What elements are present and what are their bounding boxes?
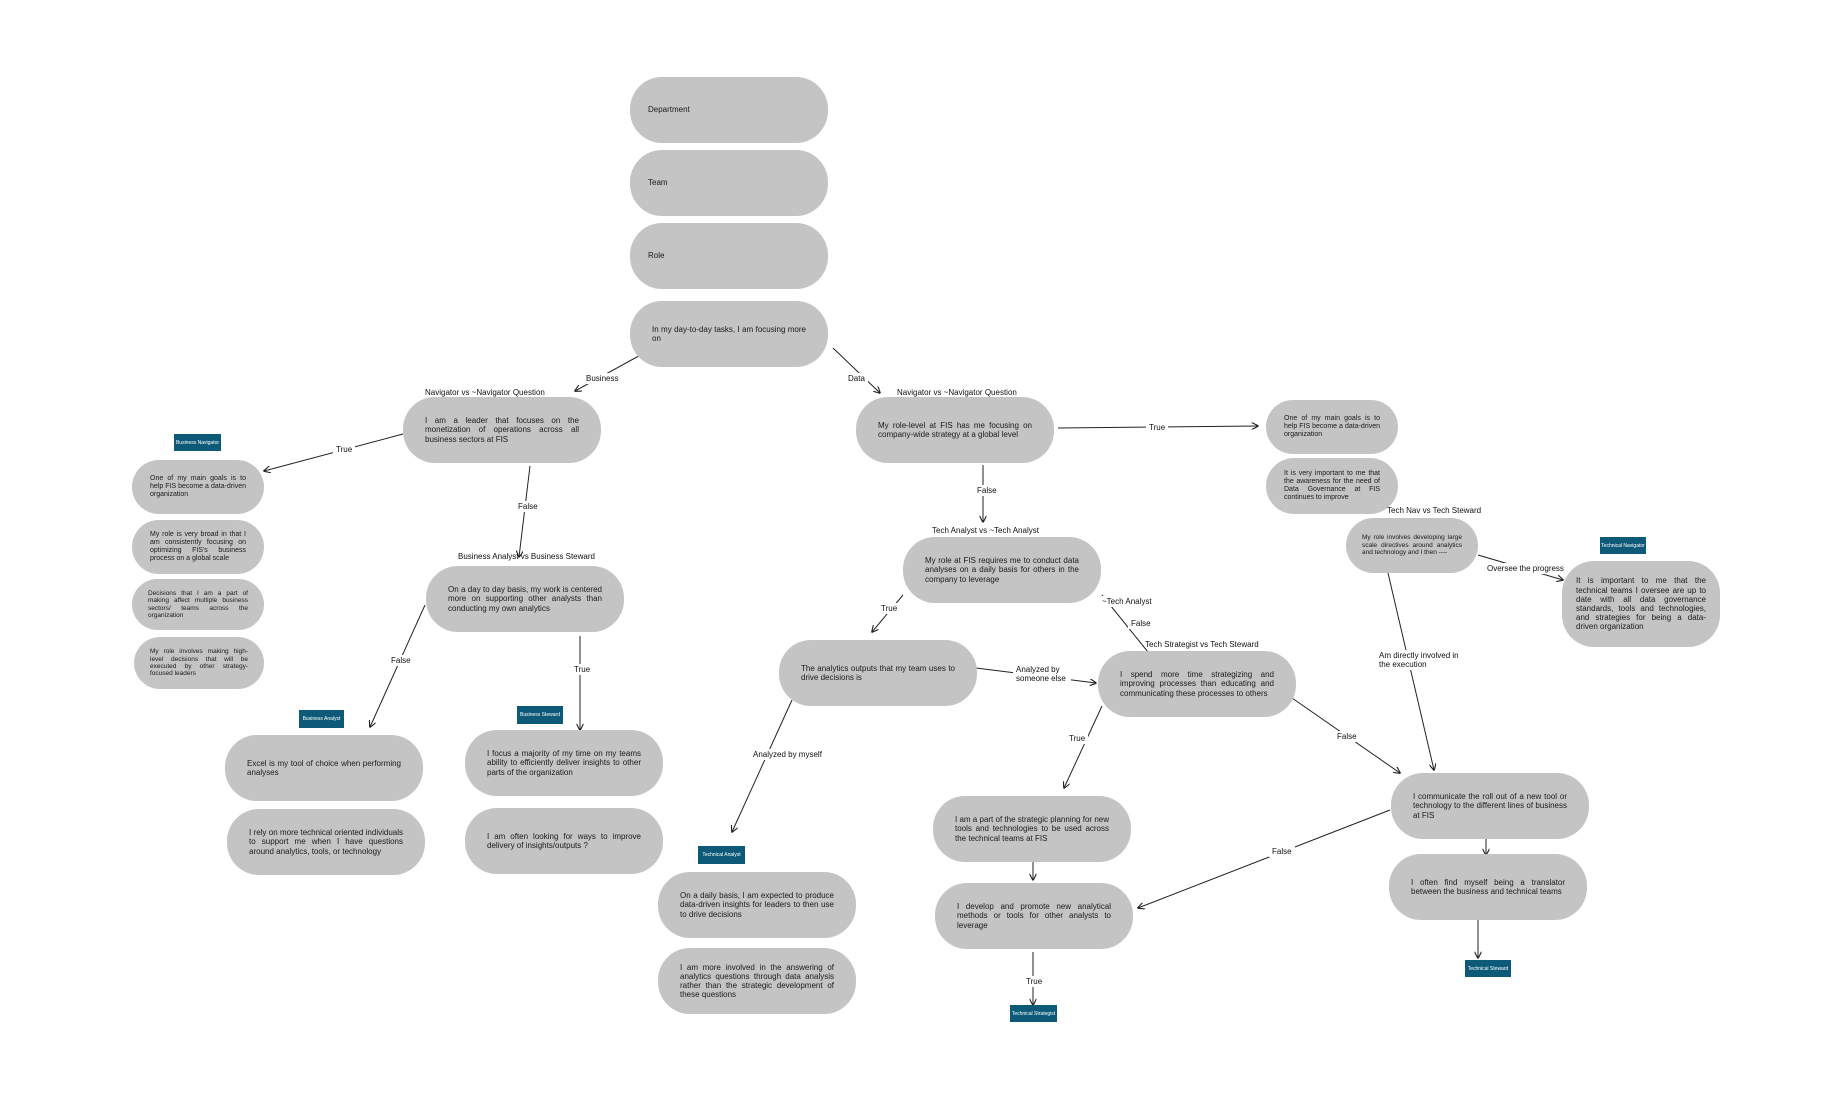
node-translator: I often find myself being a translator b… <box>1389 854 1587 920</box>
badge-business-steward: Business Steward <box>517 706 563 724</box>
node-strategic-planning: I am a part of the strategic planning fo… <box>933 796 1131 862</box>
node-department-text: Department <box>648 105 690 115</box>
edge-directly <box>1387 572 1434 770</box>
node-more-involved-text: I am more involved in the answering of a… <box>680 962 834 1000</box>
node-biz-highlevel: My role involves making high-level decis… <box>134 637 264 689</box>
node-rely: I rely on more technical oriented indivi… <box>227 809 425 875</box>
label-false-biz: False <box>515 501 541 512</box>
label-false-tst: False <box>1334 731 1360 742</box>
node-team: Team <box>630 150 828 216</box>
title-ts-tst: Tech Strategist vs Tech Steward <box>1145 640 1259 649</box>
node-team-text: Team <box>648 178 668 188</box>
node-data-goal: One of my main goals is to help FIS beco… <box>1266 400 1398 454</box>
node-excel-text: Excel is my tool of choice when performi… <box>247 758 401 777</box>
node-more-involved: I am more involved in the answering of a… <box>658 948 856 1014</box>
node-translator-text: I often find myself being a translator b… <box>1411 877 1565 896</box>
node-data-governance-text: It is very important to me that the awar… <box>1284 469 1380 502</box>
node-biz-leader-text: I am a leader that focuses on the moneti… <box>425 416 579 444</box>
node-data-goal-text: One of my main goals is to help FIS beco… <box>1284 414 1380 439</box>
label-true-bs: True <box>571 664 594 675</box>
edge-business <box>575 351 647 391</box>
node-tech-teams: It is important to me that the technical… <box>1562 561 1720 647</box>
node-biz-daytoday-text: On a day to day basis, my work is center… <box>448 585 602 613</box>
label-true-ta: True <box>878 603 901 614</box>
title-ba-bs: Business Analyst vs Business Steward <box>458 552 595 561</box>
edge-true-ts <box>1064 705 1103 788</box>
label-analyzed-someone: Analyzed by someone else <box>1013 664 1071 685</box>
label-true-techstrat: True <box>1023 976 1046 987</box>
node-biz-decisions-text: Decisions that I am a part of making aff… <box>148 589 248 619</box>
label-analyzed-myself: Analyzed by myself <box>750 749 825 760</box>
edge-data <box>832 347 880 393</box>
node-large-scale-text: My role involves developing large scale … <box>1362 534 1462 557</box>
node-biz-highlevel-text: My role involves making high-level decis… <box>150 648 248 678</box>
label-not-ta: ~Tech Analyst <box>1099 596 1155 607</box>
node-biz-decisions: Decisions that I am a part of making aff… <box>132 579 264 630</box>
node-excel: Excel is my tool of choice when performi… <box>225 735 423 801</box>
label-analyzed-someone-text: Analyzed by someone else <box>1016 665 1066 684</box>
node-data-governance: It is very important to me that the awar… <box>1266 458 1398 514</box>
node-communicate-roll: I communicate the roll out of a new tool… <box>1391 773 1589 839</box>
node-biz-goal: One of my main goals is to help FIS beco… <box>132 460 264 514</box>
label-false-data: False <box>974 485 1000 496</box>
node-focus-majority: I focus a majority of my time on my team… <box>465 730 663 796</box>
node-conduct-analyses-text: My role at FIS requires me to conduct da… <box>925 556 1079 584</box>
node-biz-leader: I am a leader that focuses on the moneti… <box>403 397 601 463</box>
node-spend-time: I spend more time strategizing and impro… <box>1098 651 1296 717</box>
node-biz-daytoday: On a day to day basis, my work is center… <box>426 566 624 632</box>
node-strategic-planning-text: I am a part of the strategic planning fo… <box>955 815 1109 843</box>
badge-technical-steward: Technical Steward <box>1465 960 1511 977</box>
title-tn-tst: Tech Nav vs Tech Steward <box>1387 506 1482 515</box>
node-conduct-analyses: My role at FIS requires me to conduct da… <box>903 537 1101 603</box>
label-false-back: False <box>1269 846 1295 857</box>
node-develop-promote-text: I develop and promote new analytical met… <box>957 902 1111 930</box>
title-nav-left: Navigator vs ~Navigator Question <box>425 388 545 397</box>
badge-technical-strategist: Technical Strategist <box>1010 1005 1057 1022</box>
node-tech-teams-text: It is important to me that the technical… <box>1576 576 1706 632</box>
node-biz-goal-text: One of my main goals is to help FIS beco… <box>150 474 246 499</box>
label-oversee: Oversee the progress <box>1484 563 1567 574</box>
label-false-ba: False <box>388 655 414 666</box>
edge-false-ba <box>370 604 426 727</box>
label-business: Business <box>583 373 622 384</box>
title-nav-right: Navigator vs ~Navigator Question <box>897 388 1017 397</box>
node-daily-basis-text: On a daily basis, I am expected to produ… <box>680 891 834 919</box>
label-false-ta: False <box>1128 618 1154 629</box>
edge-analyzed-myself <box>732 699 793 832</box>
node-biz-broad-text: My role is very broad in that I am consi… <box>150 530 246 563</box>
node-daytoday-text: In my day-to-day tasks, I am focusing mo… <box>652 324 806 343</box>
label-directly-text: Am directly involved in the execution <box>1379 651 1459 670</box>
title-ta: Tech Analyst vs ~Tech Analyst <box>932 526 1039 535</box>
label-true-ts: True <box>1066 733 1089 744</box>
label-directly: Am directly involved in the execution <box>1376 650 1466 671</box>
node-analytics-outputs-text: The analytics outputs that my team uses … <box>801 663 955 682</box>
node-biz-broad: My role is very broad in that I am consi… <box>132 520 264 574</box>
label-true-biznav: True <box>333 444 356 455</box>
badge-technical-analyst: Technical Analyst <box>698 846 745 864</box>
node-daytoday: In my day-to-day tasks, I am focusing mo… <box>630 301 828 367</box>
node-focus-majority-text: I focus a majority of my time on my team… <box>487 749 641 777</box>
edge-false-back <box>1138 809 1391 908</box>
node-looking-ways: I am often looking for ways to improve d… <box>465 808 663 874</box>
label-data: Data <box>845 373 868 384</box>
node-analytics-outputs: The analytics outputs that my team uses … <box>779 640 977 706</box>
node-spend-time-text: I spend more time strategizing and impro… <box>1120 670 1274 698</box>
label-true-datanav: True <box>1146 422 1169 433</box>
node-develop-promote: I develop and promote new analytical met… <box>935 883 1133 949</box>
node-rely-text: I rely on more technical oriented indivi… <box>249 828 403 856</box>
node-department: Department <box>630 77 828 143</box>
badge-business-navigator: Business Navigator <box>174 434 221 451</box>
badge-technical-navigator: Technical Navigator <box>1600 537 1646 554</box>
node-role: Role <box>630 223 828 289</box>
node-large-scale: My role involves developing large scale … <box>1346 518 1478 573</box>
badge-business-analyst: Business Analyst <box>299 710 344 728</box>
node-looking-ways-text: I am often looking for ways to improve d… <box>487 831 641 850</box>
node-data-rolelevel-text: My role-level at FIS has me focusing on … <box>878 420 1032 439</box>
node-communicate-roll-text: I communicate the roll out of a new tool… <box>1413 792 1567 820</box>
node-data-rolelevel: My role-level at FIS has me focusing on … <box>856 397 1054 463</box>
node-role-text: Role <box>648 251 665 261</box>
node-daily-basis: On a daily basis, I am expected to produ… <box>658 872 856 938</box>
